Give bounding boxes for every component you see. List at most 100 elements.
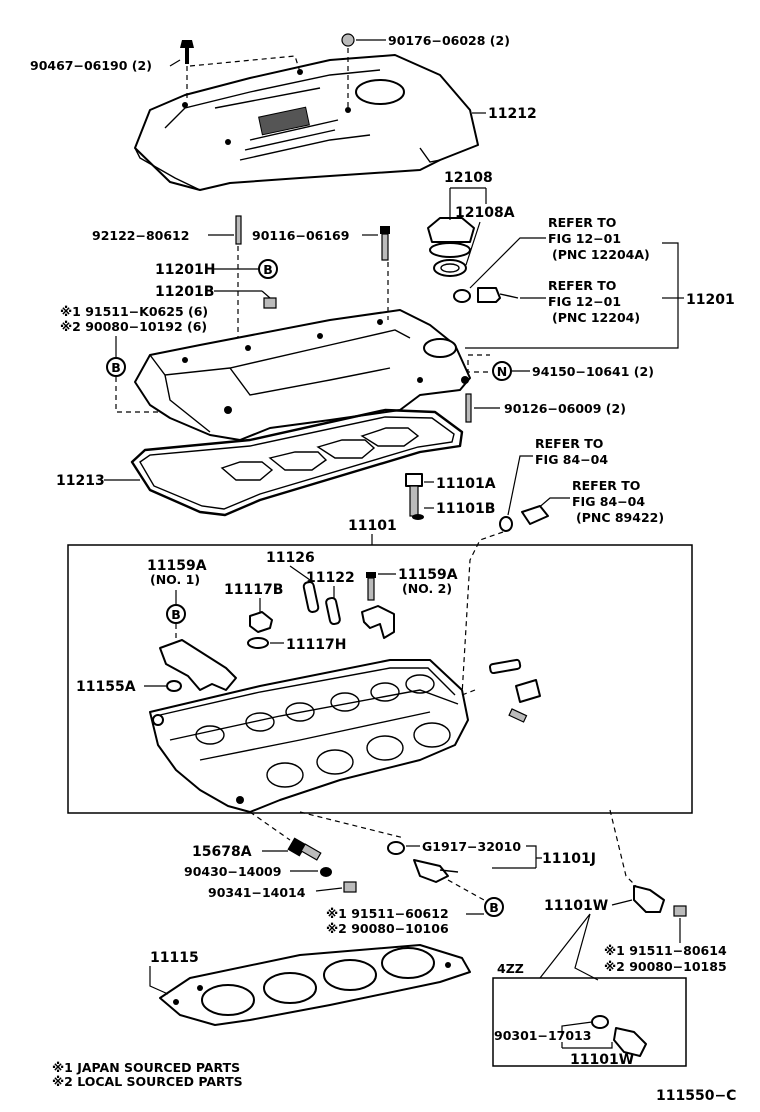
ring-11117h-icon (247, 637, 269, 649)
oring-g1917-icon (387, 841, 405, 855)
head-assy-box (67, 544, 693, 814)
refer4-line2: FIG 84−04 (572, 494, 645, 509)
label-bolt-60612: ※1 91511−60612 (326, 906, 449, 921)
label-11159a-no1: 11159A (147, 558, 207, 574)
sensor-icon (521, 505, 549, 525)
studs-right-icon (489, 658, 541, 723)
label-11159a-no1-sub: (NO. 1) (150, 572, 200, 587)
refer3-line2: FIG 84−04 (535, 452, 608, 467)
refer1-line3: (PNC 12204A) (552, 247, 650, 262)
refer4-line3: (PNC 89422) (576, 510, 664, 525)
plug-90341-icon (343, 881, 357, 893)
label-cap-a: 12108A (455, 205, 515, 221)
label-11201h: 11201H (155, 262, 215, 278)
sensor-w-dashline (609, 809, 637, 887)
cover-grommet-icon (341, 33, 355, 47)
label-11101j: 11101J (542, 851, 596, 867)
plug-11117b-icon (249, 611, 273, 633)
cover-bolt-icon (180, 40, 194, 64)
label-stud-90116: 90116−06169 (252, 228, 349, 243)
label-bolt-k0625: ※1 91511−K0625 (6) (60, 304, 208, 319)
oring-90301-icon (591, 1015, 609, 1029)
figure-number: 111550−C (656, 1088, 736, 1104)
gasket-90430-icon (320, 867, 332, 877)
label-11155a: 11155A (76, 679, 136, 695)
oil-filler-cap-icon (427, 217, 475, 277)
label-11122: 11122 (306, 570, 355, 586)
pcv-valve-icon (453, 287, 519, 303)
bolt-11159a-icon (366, 572, 376, 601)
stud-90126-icon (465, 393, 472, 423)
label-90430: 90430−14009 (184, 864, 281, 879)
label-washer-11101b: 11101B (436, 501, 495, 517)
head-to-bolt-dashline (249, 811, 291, 841)
svg-text:B: B (489, 900, 499, 915)
washer-11101b-icon (412, 514, 424, 520)
label-11159a-no2: 11159A (398, 567, 458, 583)
refer2-line3: (PNC 12204) (552, 310, 640, 325)
label-11117h: 11117H (286, 637, 346, 653)
note-japan: ※1 JAPAN SOURCED PARTS (52, 1060, 240, 1075)
refer1-line2: FIG 12−01 (548, 231, 621, 246)
label-bolt-10192: ※2 90080−10192 (6) (60, 319, 207, 334)
cam-sensor-11101w-icon (633, 885, 687, 917)
marker-b-icon: B (258, 259, 278, 279)
stud-90116-icon (380, 226, 390, 261)
label-cap-group: 12108 (444, 170, 493, 186)
ocv-valve-icon (413, 859, 459, 883)
head-dashline (461, 689, 476, 696)
label-11101w-4zz: 11101W (570, 1052, 634, 1068)
label-head-gasket: 11115 (150, 950, 199, 966)
label-bolt-10185: ※2 90080−10185 (604, 959, 727, 974)
svg-text:B: B (171, 607, 181, 622)
cam-cap-no1-icon (159, 639, 237, 691)
label-gasket-94150: 94150−10641 (2) (532, 364, 654, 379)
cylinder-head-icon (149, 659, 469, 813)
marker-b-icon: B (484, 897, 504, 917)
label-11117b: 11117B (224, 582, 283, 598)
label-bolt-80614: ※1 91511−80614 (604, 943, 727, 958)
cylinder-head-gasket-11115 (159, 944, 471, 1026)
svg-text:N: N (497, 364, 507, 379)
plug-11155a-icon (166, 680, 182, 692)
label-head-cover-gasket: 11213 (56, 473, 105, 489)
label-head-assy: 11101 (348, 518, 397, 534)
cover-dashlines (387, 262, 490, 356)
label-4zz: 4ZZ (497, 961, 524, 976)
ocv-dashline (299, 811, 485, 901)
sensor-dashline (461, 531, 504, 696)
sensor-w-leaders (539, 913, 599, 981)
label-bolt-11101a: 11101A (436, 476, 496, 492)
dowel-11126-icon (302, 581, 320, 613)
label-bolt-cover: 90467−06190 (2) (30, 58, 152, 73)
cam-cap-no2-icon (361, 605, 395, 639)
head-cover-gasket-11213 (130, 408, 464, 517)
box-4zz (492, 977, 687, 1067)
label-15678a: 15678A (192, 844, 252, 860)
refer3-line1: REFER TO (535, 436, 603, 451)
label-head-cover: 11201 (686, 292, 735, 308)
sensor-4zz-icon (613, 1027, 647, 1057)
marker-b-icon: B (166, 604, 186, 624)
dowel-11122-icon (325, 596, 341, 626)
label-cover: 11212 (488, 106, 537, 122)
engine-cover-11212 (134, 54, 479, 191)
refer2-line1: REFER TO (548, 278, 616, 293)
plug-15678a-icon (287, 837, 322, 861)
label-stud-90126: 90126−06009 (2) (504, 401, 626, 416)
stud-92122-icon (235, 215, 242, 245)
b-dashline (115, 377, 160, 413)
label-90341: 90341−14014 (208, 885, 306, 900)
note-local: ※2 LOCAL SOURCED PARTS (52, 1074, 243, 1089)
bracket-11201 (465, 242, 679, 349)
n-dashline (467, 360, 492, 373)
label-11201b: 11201B (155, 284, 214, 300)
label-90301: 90301−17013 (494, 1028, 591, 1043)
refer4-line1: REFER TO (572, 478, 640, 493)
label-11126: 11126 (266, 550, 315, 566)
refer1-line1: REFER TO (548, 215, 616, 230)
bolt-11101a-icon (405, 473, 423, 517)
label-bolt-10106: ※2 90080−10106 (326, 921, 449, 936)
refer2-line2: FIG 12−01 (548, 294, 621, 309)
